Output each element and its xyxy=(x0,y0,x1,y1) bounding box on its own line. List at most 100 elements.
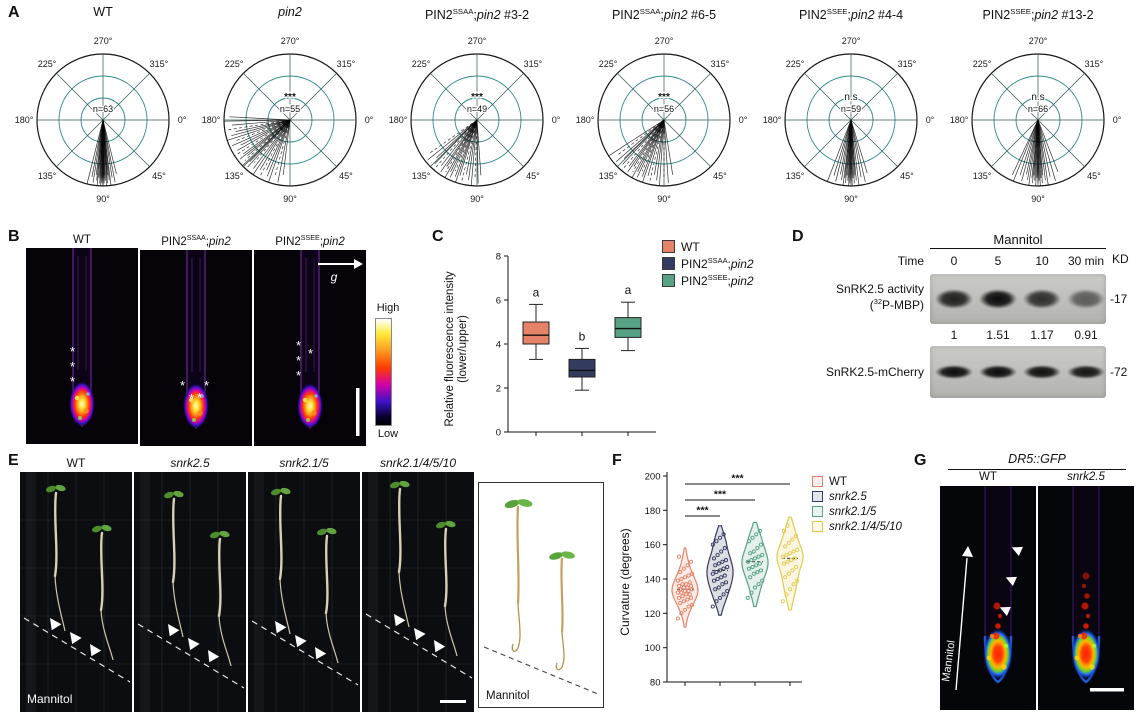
g-image-wt: Mannitol xyxy=(940,486,1036,710)
dr5-root-image: Mannitol xyxy=(940,486,1036,710)
svg-text:315°: 315° xyxy=(1085,59,1104,69)
arrowhead-markers xyxy=(50,618,102,657)
asterisk-markers: **** xyxy=(180,378,209,406)
seedlings xyxy=(389,480,458,657)
colorbar-high-label: High xyxy=(376,302,400,314)
seedlings xyxy=(163,490,232,667)
svg-text:140: 140 xyxy=(645,575,661,586)
c-legend-item-2: PIN2SSAA;pin2 xyxy=(662,255,754,272)
panel-c: C Relative fluorescence intensity (lower… xyxy=(430,226,790,456)
d-time-label: Time xyxy=(897,254,924,268)
c-legend-item-3: PIN2SSEE;pin2 xyxy=(662,272,754,289)
blot-snrk25-activity xyxy=(930,274,1107,324)
violin-4 xyxy=(776,516,804,686)
asterisk-markers: **** xyxy=(296,338,313,383)
svg-text:270°: 270° xyxy=(281,36,300,46)
root-angle-rays xyxy=(826,119,868,187)
svg-text:90°: 90° xyxy=(96,194,110,204)
dashed-guide-line xyxy=(23,617,131,683)
svg-text:0°: 0° xyxy=(178,115,187,125)
stat-letter: a xyxy=(625,283,632,297)
legend-label: PIN2SSAA;pin2 xyxy=(681,256,754,271)
svg-text:160: 160 xyxy=(645,540,661,551)
band-value-4: 0.91 xyxy=(1074,328,1098,342)
protein-band xyxy=(1065,365,1107,379)
protein-band xyxy=(977,289,1019,309)
b-image-title: WT xyxy=(73,234,91,246)
e-photo-title: snrk2.1/4/5/10 xyxy=(379,456,457,470)
svg-text:2: 2 xyxy=(496,384,501,395)
significance-label: *** xyxy=(658,92,670,103)
svg-text:315°: 315° xyxy=(711,59,730,69)
colorbar-low-label: Low xyxy=(377,428,399,440)
svg-text:45°: 45° xyxy=(526,171,540,181)
svg-text:270°: 270° xyxy=(655,36,674,46)
svg-text:***: *** xyxy=(714,489,727,501)
band-value-3: 1.17 xyxy=(1030,328,1054,342)
e-photo-2: snrk2.5 xyxy=(134,456,246,712)
legend-label: snrk2.5 xyxy=(829,490,867,503)
root-fluorescence-image: **** g xyxy=(254,249,366,446)
blot1-label-line2: (32P-MBP) xyxy=(869,297,924,312)
dashed-guide-line xyxy=(365,613,473,679)
b-image-3: PIN2SSEE;pin2****g xyxy=(254,234,366,446)
rose-plot-title: PIN2SSEE;pin2 #13-2 xyxy=(982,7,1094,23)
dashed-guide-line xyxy=(137,623,245,689)
svg-text:0: 0 xyxy=(496,428,501,439)
svg-text:*: * xyxy=(189,391,194,406)
gravity-arrow: g xyxy=(318,258,363,284)
root-angle-rays xyxy=(608,119,674,186)
box-2: b xyxy=(568,329,596,436)
svg-text:135°: 135° xyxy=(973,171,992,181)
panel-c-label: C xyxy=(432,228,444,245)
svg-text:45°: 45° xyxy=(713,171,727,181)
protein-band xyxy=(1021,365,1063,379)
e-photo-title: WT xyxy=(66,456,86,470)
panel-f-label: F xyxy=(612,452,622,469)
svg-text:315°: 315° xyxy=(898,59,917,69)
svg-text:120: 120 xyxy=(645,609,661,620)
svg-text:0°: 0° xyxy=(926,115,935,125)
stat-letter: b xyxy=(579,329,586,343)
svg-text:135°: 135° xyxy=(225,171,244,181)
legend-label: WT xyxy=(681,239,700,254)
significance-label: n.s xyxy=(1031,92,1044,103)
svg-text:180°: 180° xyxy=(389,115,408,125)
rose-angle-labels: 270°315°0°45°90°135°180°225° xyxy=(389,36,561,204)
significance-bracket-3: *** xyxy=(685,473,790,485)
svg-text:315°: 315° xyxy=(337,59,356,69)
svg-text:*: * xyxy=(70,374,75,389)
d-kd-label: KD xyxy=(1112,252,1129,266)
arrowhead-markers xyxy=(394,614,446,653)
svg-text:100: 100 xyxy=(645,643,661,654)
band-value-1: 1 xyxy=(950,328,958,342)
svg-text:315°: 315° xyxy=(524,59,543,69)
svg-text:225°: 225° xyxy=(786,59,805,69)
svg-text:135°: 135° xyxy=(412,171,431,181)
colorbar xyxy=(375,318,392,426)
svg-text:135°: 135° xyxy=(38,171,57,181)
b-image-2: PIN2SSAA;pin2**** xyxy=(140,234,252,446)
seedling-photo xyxy=(362,472,474,712)
violin-2 xyxy=(706,525,734,686)
svg-text:*: * xyxy=(296,353,301,368)
legend-swatch xyxy=(662,240,675,253)
rose-plot-title: PIN2SSAA;pin2 #3-2 xyxy=(424,7,530,23)
d-treatment-header: Mannitol xyxy=(930,232,1106,249)
scale-bar xyxy=(356,387,360,436)
svg-text:225°: 225° xyxy=(599,59,618,69)
time-point-2: 5 xyxy=(994,254,1002,268)
fluorescence-images: WT***PIN2SSAA;pin2****PIN2SSEE;pin2****g xyxy=(0,226,430,452)
g-image-snrk25 xyxy=(1038,486,1134,710)
box-1: a xyxy=(522,285,550,436)
panel-a-label: A xyxy=(8,4,20,21)
